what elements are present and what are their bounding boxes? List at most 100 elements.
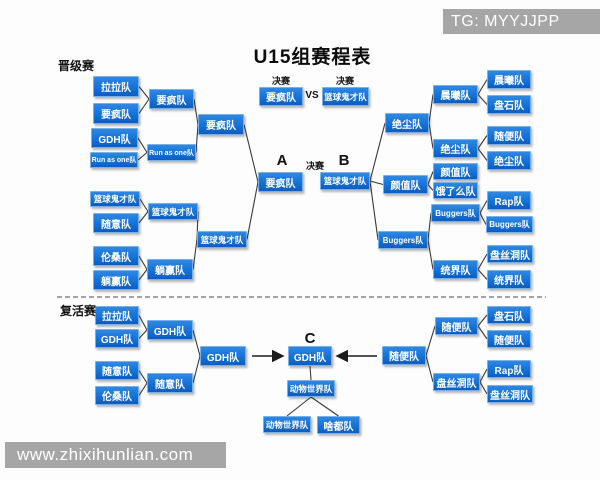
team-box-b_gdhC: GDH队 bbox=[288, 346, 332, 366]
team-box-t_chenxi1: 晨曦队 bbox=[487, 70, 531, 89]
team-box-t_yanzhiW: 颜值队 bbox=[383, 175, 428, 194]
bracket-line bbox=[137, 152, 148, 161]
team-box-t_yaofengF: 要疯队 bbox=[259, 87, 303, 106]
final-label-middle: 决赛 bbox=[305, 161, 324, 171]
bracket-line bbox=[477, 269, 488, 280]
final-label-left: 决赛 bbox=[271, 76, 290, 86]
team-box-t_tangying1: 躺赢队 bbox=[93, 270, 139, 290]
team-box-t_runasone1: Run as one队 bbox=[90, 152, 138, 168]
team-box-b_suibianW: 随便队 bbox=[382, 346, 426, 365]
team-box-t_pansidong1: 盘丝洞队 bbox=[487, 245, 533, 263]
bracket-line bbox=[425, 355, 434, 383]
bracket-line bbox=[195, 124, 199, 153]
bracket-line bbox=[286, 396, 312, 417]
team-box-b_suiyi2: 随意队 bbox=[147, 373, 193, 393]
vs-label: VS bbox=[305, 90, 319, 101]
bracket-line bbox=[192, 239, 198, 270]
bracket-line bbox=[425, 325, 436, 356]
final-label-right: 决赛 bbox=[335, 76, 354, 86]
bracket-line bbox=[138, 98, 150, 114]
watermark-bottom-left: www.zhixihunlian.com bbox=[5, 442, 226, 468]
team-box-b_pansidong2: 盘丝洞队 bbox=[433, 373, 480, 391]
team-box-t_lunsang1: 伦桑队 bbox=[93, 246, 139, 266]
bracket-line bbox=[427, 184, 434, 191]
bracket-line bbox=[137, 137, 148, 153]
bracket-line bbox=[479, 200, 488, 214]
team-box-b_pansidong1: 盘丝洞队 bbox=[487, 385, 533, 403]
bracket-line bbox=[243, 124, 259, 183]
bracket-line bbox=[138, 382, 148, 396]
bracket-line bbox=[428, 122, 434, 149]
bracket-line bbox=[477, 135, 488, 149]
team-box-t_buggers1: Buggers队 bbox=[486, 216, 533, 233]
team-box-t_tongjie1: 统界队 bbox=[487, 270, 531, 289]
bracket-line bbox=[138, 315, 148, 331]
bracket-line bbox=[138, 211, 149, 224]
team-box-b_dongwu1: 动物世界队 bbox=[263, 416, 311, 433]
bracket-line bbox=[138, 269, 148, 281]
team-box-t_yanzhi2: 颜值队 bbox=[433, 163, 478, 180]
bracket-line bbox=[477, 148, 488, 161]
slot-c-label: C bbox=[304, 330, 316, 347]
bracket-line bbox=[479, 212, 487, 225]
bracket-line bbox=[369, 180, 379, 241]
team-box-b_lala: 拉拉队 bbox=[95, 306, 139, 325]
team-box-b_suibian2: 随便队 bbox=[435, 317, 478, 335]
bracket-line bbox=[309, 365, 312, 381]
bracket-line bbox=[428, 94, 434, 124]
team-box-b_suiyi1: 随意队 bbox=[95, 361, 139, 380]
team-box-t_runasone2: Run as one队 bbox=[147, 144, 196, 161]
page-title: U15组赛程表 bbox=[253, 47, 372, 68]
bracket-line bbox=[477, 253, 488, 270]
team-box-t_lala1: 拉拉队 bbox=[93, 76, 139, 97]
team-box-t_buggersW: Buggers队 bbox=[378, 231, 428, 249]
team-box-b_dongwu2: 动物世界队 bbox=[287, 380, 335, 397]
team-box-t_juechen1: 绝尘队 bbox=[487, 151, 531, 170]
team-box-t_yaofeng3: 要疯队 bbox=[198, 114, 244, 135]
team-box-t_tangying2: 躺赢队 bbox=[147, 259, 193, 280]
team-box-t_chenxi2: 晨曦队 bbox=[433, 85, 478, 104]
team-box-b_gdh2: GDH队 bbox=[147, 320, 193, 340]
bracket-line bbox=[193, 98, 199, 125]
team-box-t_rap1: Rap队 bbox=[487, 191, 531, 210]
bracket-line bbox=[427, 212, 432, 241]
bracket-line bbox=[138, 370, 148, 384]
slot-a-label: A bbox=[276, 152, 288, 169]
team-box-t_gdh1: GDH队 bbox=[91, 128, 138, 148]
team-box-b_lunsang: 伦桑队 bbox=[95, 386, 139, 405]
team-box-b_gdh3: GDH队 bbox=[200, 346, 246, 366]
bracket-line bbox=[479, 381, 488, 395]
team-box-t_elema2: 饿了么队 bbox=[433, 182, 478, 199]
team-box-t_panshi1: 盘石队 bbox=[487, 95, 531, 114]
team-box-t_tongjie2: 统界队 bbox=[433, 260, 478, 279]
team-box-t_lanqiu2: 篮球鬼才队 bbox=[148, 203, 198, 220]
team-box-b_suibian1: 随便队 bbox=[487, 330, 531, 348]
slot-b-label: B bbox=[338, 152, 350, 169]
team-box-t_yaofeng2: 要疯队 bbox=[149, 89, 194, 109]
watermark-top-right: TG: MYYJJPP bbox=[443, 9, 600, 34]
bracket-line bbox=[477, 94, 488, 105]
team-box-b_rap: Rap队 bbox=[487, 360, 531, 378]
bracket-line bbox=[139, 198, 149, 212]
team-box-t_lanqiu3: 篮球鬼才队 bbox=[197, 231, 247, 248]
team-box-t_lanqiuB: 篮球鬼才队 bbox=[320, 172, 370, 190]
bracket-line bbox=[369, 180, 384, 186]
bracket-line bbox=[427, 239, 434, 270]
bracket-line bbox=[138, 86, 150, 100]
bracket-line bbox=[427, 171, 434, 185]
team-box-t_lanqiu1: 篮球鬼才队 bbox=[90, 191, 140, 207]
section-label-promotion: 晋级赛 bbox=[58, 59, 95, 73]
team-box-b_panshi: 盘石队 bbox=[487, 306, 531, 324]
team-box-t_buggers2: Buggers队 bbox=[431, 204, 480, 222]
team-box-t_lanqiuF: 篮球鬼才队 bbox=[322, 87, 369, 106]
bracket-line bbox=[479, 368, 488, 383]
bracket-line bbox=[477, 325, 488, 340]
bracket-line bbox=[192, 355, 201, 384]
team-box-t_yaofengA: 要疯队 bbox=[258, 172, 303, 192]
team-box-t_suiyi1: 随意队 bbox=[93, 213, 139, 233]
bracket-line bbox=[310, 396, 339, 417]
bracket-line bbox=[138, 329, 148, 339]
